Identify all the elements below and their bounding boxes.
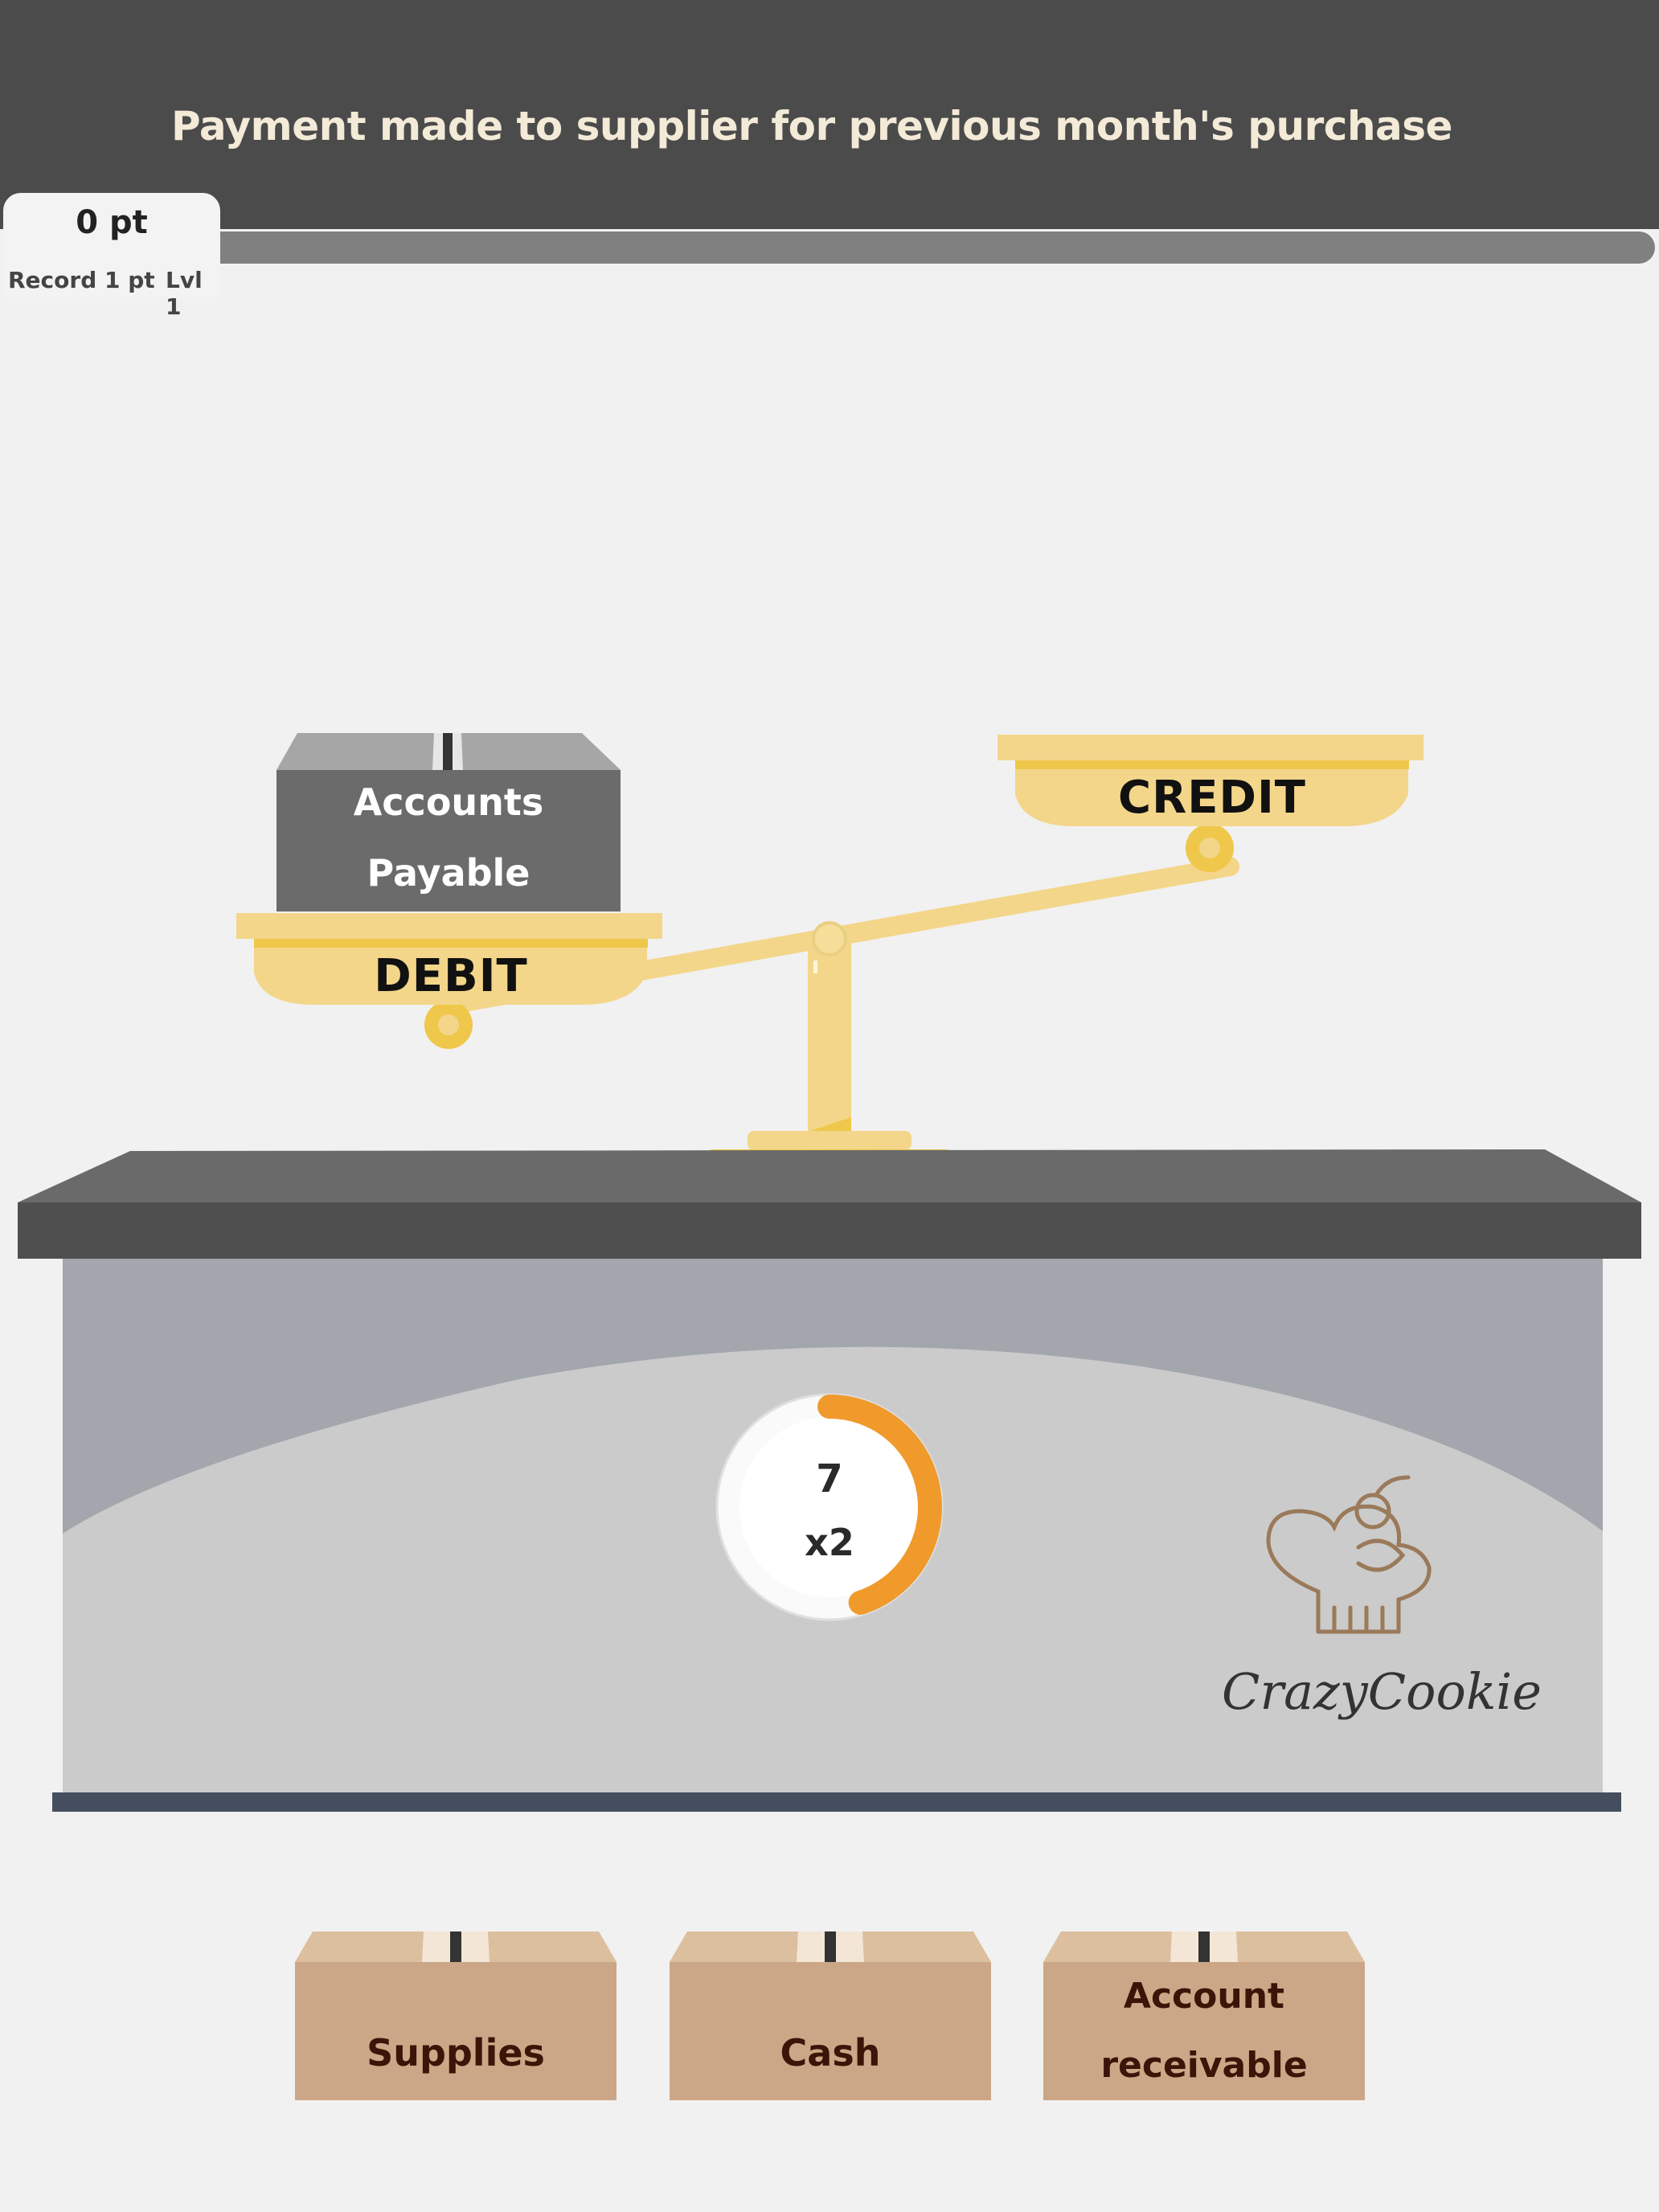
crazycookie-logo <box>1266 1475 1432 1634</box>
balance-scale <box>236 733 1423 1190</box>
brand-name: CrazyCookie <box>1222 1662 1542 1721</box>
credit-pan[interactable] <box>997 735 1423 872</box>
box-icon <box>295 1931 616 2100</box>
level-label: Lvl 1 <box>166 267 203 320</box>
question-title: Payment made to supplier for previous mo… <box>171 103 1452 150</box>
box-icon <box>1043 1931 1365 2100</box>
counter-top <box>18 1149 1641 1202</box>
timer-seconds: 7 <box>816 1456 843 1501</box>
counter-base <box>52 1792 1621 1812</box>
timer-progress-arc <box>817 1395 942 1615</box>
scale-pivot <box>812 921 847 956</box>
debit-box-label: Accounts Payable <box>353 780 544 895</box>
debit-pan[interactable] <box>236 913 662 1049</box>
debit-label: DEBIT <box>374 950 528 1002</box>
box-icon <box>670 1931 991 2100</box>
choice-label: Supplies <box>367 2031 545 2075</box>
timer <box>715 1393 944 1621</box>
counter-edge <box>18 1202 1641 1259</box>
progress-bar <box>217 229 1657 266</box>
choice-label: Cash <box>780 2031 881 2075</box>
credit-label: CREDIT <box>1118 772 1306 824</box>
header-bar: Payment made to supplier for previous mo… <box>0 0 1659 229</box>
timer-multiplier: x2 <box>805 1521 854 1564</box>
scale-base-top <box>748 1131 911 1150</box>
score-panel: 0 pt Record 1 pt Lvl 1 <box>3 193 220 320</box>
choice-cash[interactable]: Cash <box>670 1931 991 2100</box>
score-value: 0 pt <box>76 204 148 241</box>
debit-account-box[interactable] <box>276 733 621 911</box>
choice-supplies[interactable]: Supplies <box>295 1931 616 2100</box>
record-label: Record 1 pt <box>8 267 155 293</box>
